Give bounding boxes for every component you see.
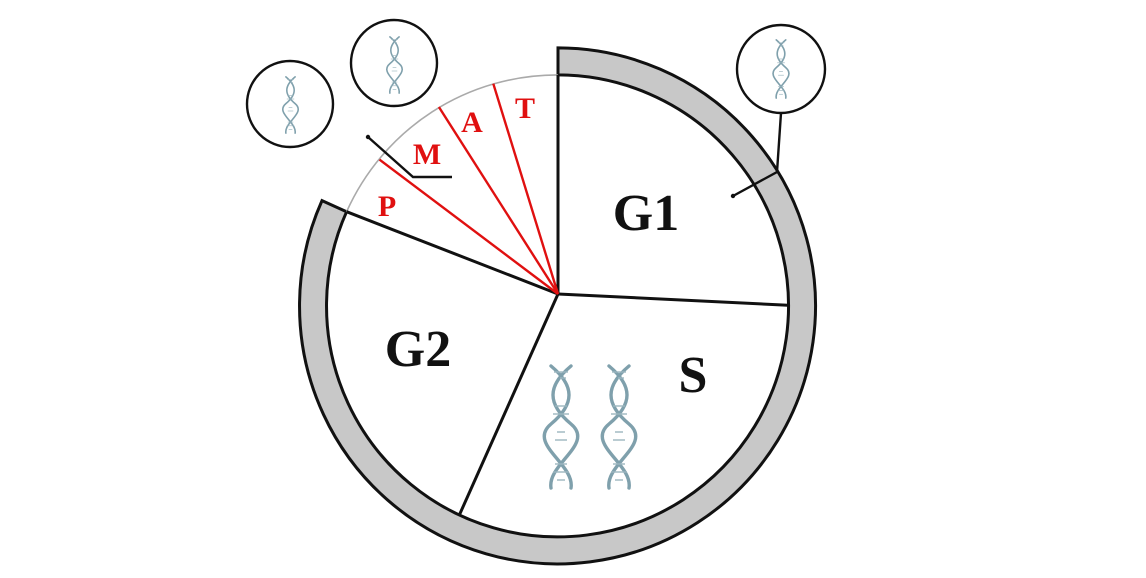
boundary-g1-s: [557, 292, 788, 307]
mitosis-arc: [345, 74, 559, 213]
dna-helix-icon: [600, 364, 638, 490]
mitosis-label-p: P: [378, 190, 396, 223]
phase-label-g2: G2: [385, 321, 451, 378]
phase-label-s: S: [679, 347, 708, 404]
mitosis-label-m: M: [413, 138, 441, 171]
boundary-g2-m: [346, 210, 559, 296]
mitosis-label-t: T: [515, 92, 535, 125]
mitosis-separators: [378, 83, 560, 295]
mitosis-bubble-left: [245, 59, 335, 149]
s-phase-dna: [542, 364, 638, 490]
g1-pointer-dot: [730, 193, 736, 199]
phase-boundaries: [346, 74, 788, 516]
mitosis-pointer-line: [367, 136, 452, 179]
separator-a-t: [492, 83, 560, 295]
boundary-s-g2: [458, 293, 560, 516]
mitosis-pointer-dot: [365, 134, 371, 140]
mitosis-label-a: A: [461, 106, 483, 139]
phase-label-g1: G1: [613, 185, 679, 242]
dna-helix-icon: [542, 364, 580, 490]
separator-m-a: [437, 106, 560, 295]
g1-pointer-line: [732, 112, 783, 198]
interphase-band: [298, 46, 818, 566]
mitosis-bubble-right: [349, 18, 439, 108]
separator-p-m: [378, 158, 559, 295]
mitosis-chromosome-callouts: [245, 18, 452, 179]
g1-chromosome-callout: [730, 23, 827, 199]
g1-bubble: [735, 23, 827, 115]
